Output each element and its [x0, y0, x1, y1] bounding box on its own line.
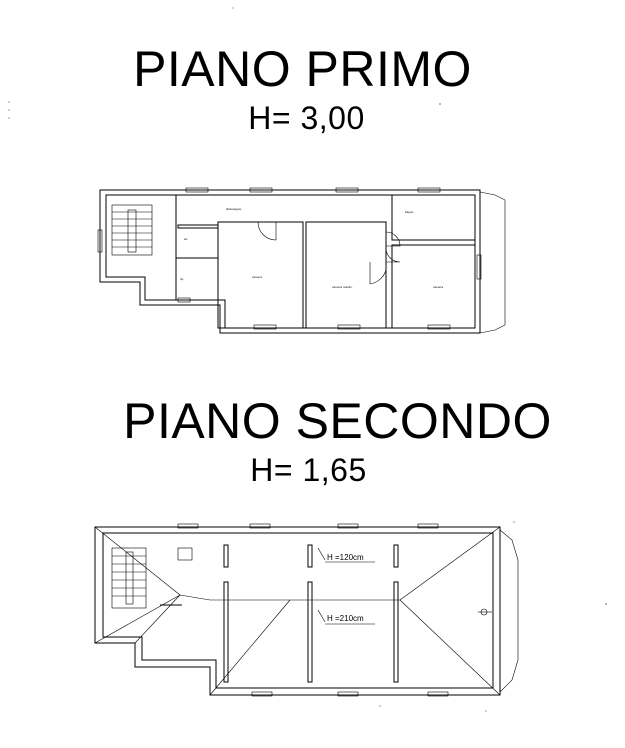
- svg-text:bagno: bagno: [405, 210, 414, 214]
- height-210-annotation: H =210cm: [327, 614, 364, 623]
- svg-text:wc: wc: [184, 237, 188, 241]
- second-floor-plan: H =120cm H =210cm: [94, 523, 519, 697]
- height-120-annotation: H =120cm: [327, 553, 364, 562]
- svg-text:rip: rip: [180, 277, 184, 281]
- svg-text:camera matrim.: camera matrim.: [332, 285, 353, 289]
- first-floor-plan: disimpegno camera camera matrim. camera …: [97, 187, 506, 334]
- first-floor-title: PIANO PRIMO: [133, 41, 472, 97]
- scan-specks: [8, 7, 607, 712]
- svg-text:camera: camera: [252, 275, 262, 279]
- second-floor-height: H= 1,65: [250, 452, 367, 488]
- second-floor-title: PIANO SECONDO: [123, 393, 552, 449]
- first-floor-height: H= 3,00: [248, 100, 365, 136]
- svg-text:disimpegno: disimpegno: [226, 207, 242, 211]
- svg-text:camera: camera: [433, 285, 443, 289]
